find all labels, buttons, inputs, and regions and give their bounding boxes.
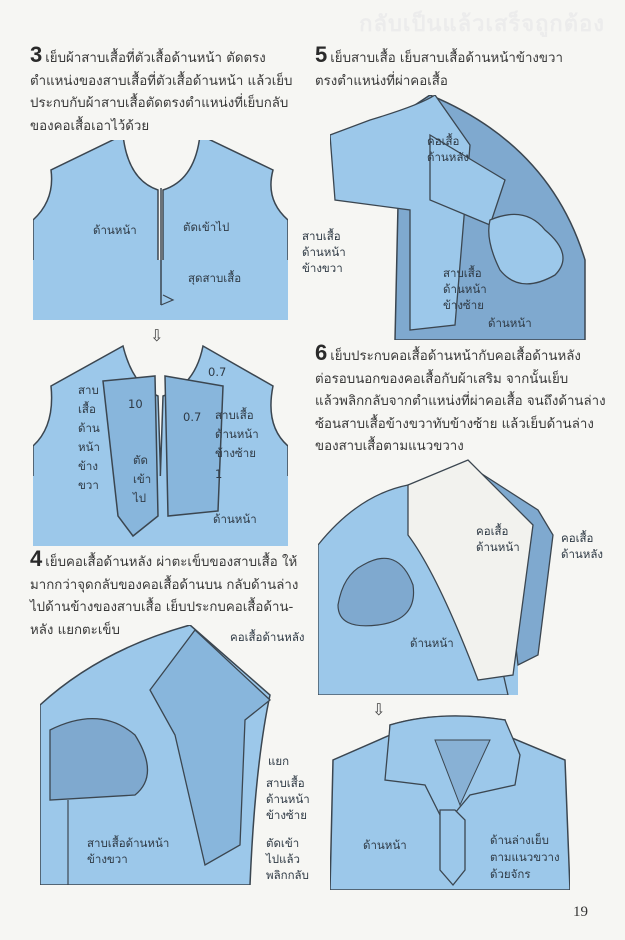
step-number: 5 bbox=[315, 42, 328, 67]
collar-back-illustration bbox=[40, 625, 271, 885]
figure-step4-collar: คอเสื้อด้านหลัง แยก สาบเสื้อ ด้านหน้า ข้… bbox=[40, 625, 310, 885]
figure-step5-placket: คอเสื้อ ด้านหลัง สาบเสื้อ ด้านหน้า ข้างข… bbox=[302, 95, 600, 340]
collar-join-illustration bbox=[318, 459, 554, 695]
page-number: 19 bbox=[573, 904, 588, 920]
bodice-front-illustration bbox=[33, 140, 288, 320]
figure-step3-front-cut: ด้านหน้า ตัดเข้าไป สุดสาบเสื้อ bbox=[33, 140, 288, 320]
arrow-down-icon: ⇩ bbox=[150, 326, 164, 345]
finished-collar-illustration bbox=[330, 715, 570, 890]
placket-illustration bbox=[33, 344, 288, 546]
figure-step6-finished: ด้านหน้า ด้านล่างเย็บ ตามแนวขวาง ด้วยจัก… bbox=[330, 705, 570, 890]
step-number: 3 bbox=[30, 42, 43, 67]
placket-sewing-illustration bbox=[330, 95, 586, 340]
figure-step3-placket: สาบ เสื้อ ด้าน หน้า ข้าง ขวา 10 0.7 0.7 … bbox=[33, 336, 288, 546]
step-number: 6 bbox=[315, 340, 328, 365]
show-through-header: กลับเป็นแล้วเสร็จถูกต้อง bbox=[359, 12, 605, 37]
arrow-down-icon: ⇩ bbox=[372, 700, 386, 719]
step-number: 4 bbox=[30, 546, 43, 571]
figure-step6-collar-join: คอเสื้อ ด้านหน้า คอเสื้อ ด้านหลัง ด้านหน… bbox=[318, 455, 603, 695]
